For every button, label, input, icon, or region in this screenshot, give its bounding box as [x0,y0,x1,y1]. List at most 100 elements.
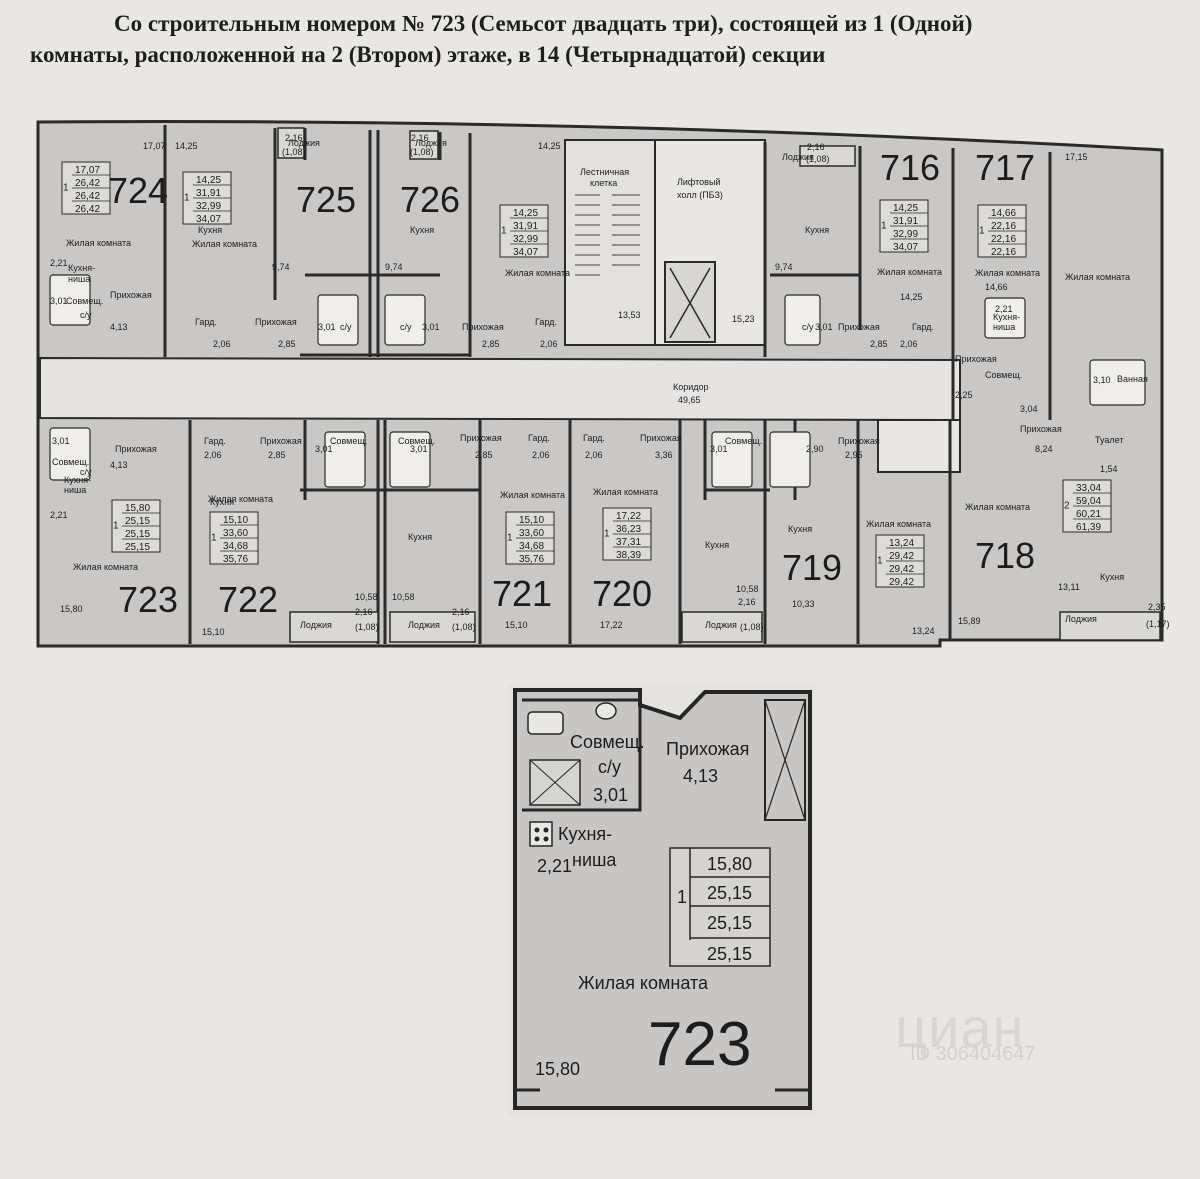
room-label: 3,01 [318,322,336,332]
room-label: 10,33 [792,599,815,609]
detail-area-4: 25,15 [707,944,752,964]
room-label: 14,25 [900,292,923,302]
room-label: 2,16 [285,133,303,143]
room-label: (1,08) [282,147,306,157]
room-label: 2,06 [532,450,550,460]
corridor-area: 49,65 [678,395,701,405]
apartment-area-value: 61,39 [1076,522,1101,533]
room-label: Гард. [195,317,217,327]
room-label: Кухня [198,225,222,235]
room-label: 3,04 [1020,404,1038,414]
room-label: Прихожая [255,317,297,327]
apartment-area-value: 37,31 [616,537,641,548]
room-label: (1,08) [806,154,830,164]
room-label: Кухня [805,225,829,235]
room-label: 2,25 [955,390,973,400]
room-label: 2,06 [900,339,918,349]
room-label: Жилая комната [965,502,1030,512]
room-label: с/у [80,310,92,320]
apartment-rooms-count: 1 [211,533,217,544]
room-label: 2,35 [1148,602,1166,612]
detail-bath-area: 3,01 [593,785,628,805]
apartment-area-value: 34,07 [196,214,221,225]
room-label: ниша [68,274,90,284]
apartment-area-value: 33,60 [223,528,248,539]
room-label: Прихожая [462,322,504,332]
room-label: Жилая комната [1065,272,1130,282]
room-label: (1,08) [740,622,764,632]
detail-bath-label-2: с/у [598,757,621,777]
apartment-rooms-count: 1 [63,183,69,194]
room-label: (1,08) [355,622,379,632]
room-label: Совмещ. [985,370,1022,380]
apartment-number: 721 [492,573,552,614]
apartment-area-value: 26,42 [75,191,100,202]
room-label: 2,90 [806,444,824,454]
room-label: 17,07 [143,141,166,151]
apartment-area-value: 22,16 [991,221,1016,232]
apartment-area-value: 34,07 [893,242,918,253]
apartment-number: 717 [975,147,1035,188]
room-label: Кухня [705,540,729,550]
apartment-rooms-count: 1 [881,221,887,232]
loggias [277,127,1161,643]
room-label: 10,58 [392,592,415,602]
room-label: с/у [802,322,814,332]
room-label: Прихожая [110,290,152,300]
detail-bath-label: Совмещ. [570,732,645,752]
apartment-area-value: 26,42 [75,204,100,215]
detail-kitchen-area: 2,21 [537,856,572,876]
room-label: Туалет [1095,435,1123,445]
heading-line-1: Со строительным номером № 723 (Семьсот д… [114,11,973,36]
room-label: Гард. [583,433,605,443]
apartment-number: 725 [296,179,356,220]
room-label: Кухня [408,532,432,542]
apartment-area-value: 32,99 [513,234,538,245]
apartment-area-value: 29,42 [889,551,914,562]
apartment-number: 722 [218,579,278,620]
room-label: 17,15 [1065,152,1088,162]
room-label: с/у [400,322,412,332]
lift-hall-area: 15,23 [732,314,755,324]
room-label: Лоджия [705,620,737,630]
room-label: Жилая комната [866,519,931,529]
heading-line-2: комнаты, расположенной на 2 (Втором) эта… [30,42,826,67]
apartment-area-value: 32,99 [196,201,221,212]
room-label: 2,21 [50,258,68,268]
room-label: Лоджия [408,620,440,630]
stair-area: 13,53 [618,310,641,320]
room-label: 2,16 [807,142,825,152]
room-label: Лоджия [415,138,447,148]
detail-kitchen-label-2: ниша [572,850,617,870]
apartment-area-value: 14,25 [196,175,221,186]
room-label: 10,58 [355,592,378,602]
apartment-area-value: 35,76 [223,554,248,565]
room-label: Гард. [912,322,934,332]
room-label: ниша [64,485,86,495]
apartment-area-value: 31,91 [196,188,221,199]
room-label: Лоджия [1065,614,1097,624]
detail-area-2: 25,15 [707,883,752,903]
apartment-number: 718 [975,535,1035,576]
detail-area-1: 15,80 [707,854,752,874]
room-label: 15,10 [505,620,528,630]
room-label: 2,06 [204,450,222,460]
apartment-number: 724 [108,170,168,211]
room-label: 2,21 [995,304,1013,314]
room-label: Жилая комната [192,239,257,249]
room-label: 8,24 [1035,444,1053,454]
fixture-icons [49,274,1146,488]
room-label: 9,74 [775,262,793,272]
apartment-area-value: 15,10 [519,515,544,526]
apartment-area-value: 33,60 [519,528,544,539]
room-label: 3,01 [50,296,68,306]
apartment-rooms-count: 1 [184,193,190,204]
room-label: 9,74 [385,262,403,272]
room-label: Жилая комната [73,562,138,572]
room-label: Кухня [210,497,234,507]
room-label: Совмещ. [66,296,103,306]
apartment-rooms-count: 1 [501,226,507,237]
apartment-area-value: 32,99 [893,229,918,240]
room-label: Прихожая [640,433,682,443]
room-label: 4,13 [110,322,128,332]
